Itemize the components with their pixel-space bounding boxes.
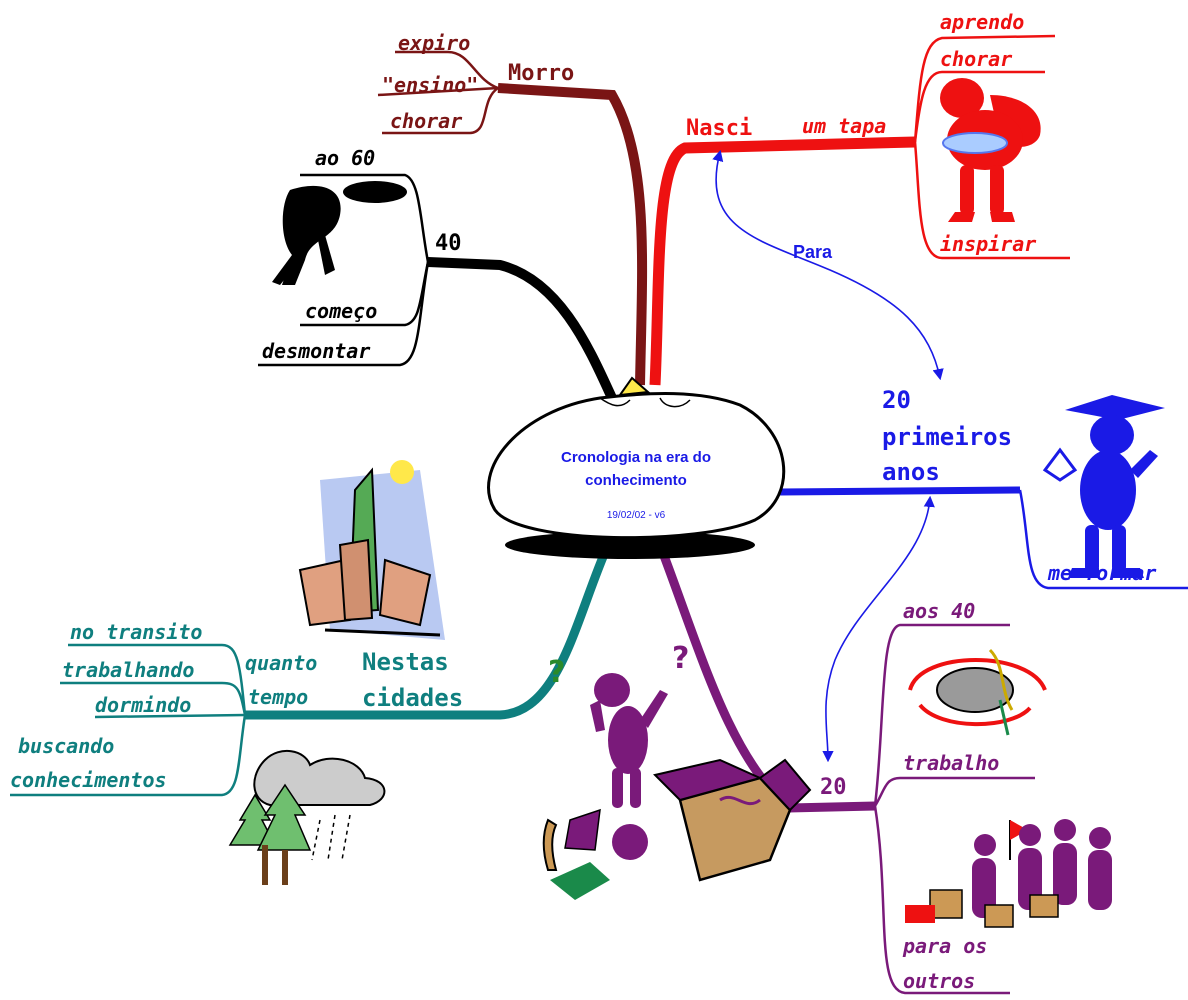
branch-primeiros-trunk (779, 486, 1021, 496)
primeiros-line1: 20 (882, 386, 911, 414)
twig-cidades (68, 643, 247, 716)
quarenta-item-ao-60: ao 60 (315, 146, 375, 170)
branch-cidades-trunk (245, 543, 613, 720)
nasci-item-inspirar: inspirar (940, 232, 1036, 256)
vinte-item-outros: outros (903, 969, 975, 993)
open-box-icon (653, 758, 812, 882)
crying-baby-figure-icon (940, 78, 1041, 222)
connector-para-label: Para (793, 242, 833, 262)
twig-morro (377, 86, 499, 97)
center-title-2: conhecimento (585, 472, 687, 489)
primeiros-item-me-formar: me formar (1047, 561, 1156, 585)
crowd-flag-icon (905, 819, 1112, 928)
branch-morro-label: Morro (508, 61, 574, 86)
cidades-item-trabalhando: trabalhando (62, 658, 194, 682)
bag-wrinkle (599, 397, 691, 408)
morro-item-ensino: "ensino" (382, 73, 478, 97)
morro-item-expiro: expiro (398, 31, 470, 55)
cidades-item-conhecimentos: conhecimentos (10, 768, 167, 792)
bag-knot (617, 376, 651, 397)
twig-quarenta (300, 173, 430, 263)
graduate-figure-icon (1042, 395, 1165, 578)
branch-nasci-trunk (649, 136, 916, 386)
twig-vinte (873, 776, 1035, 807)
branch-morro-trunk (497, 83, 648, 386)
primeiros-line3: anos (882, 458, 940, 486)
cidades-line1: Nestas (362, 648, 449, 676)
vinte-item-para-os: para os (902, 934, 987, 958)
question-mark-green: ? (548, 655, 565, 690)
quarenta-item-desmontar: desmontar (262, 339, 370, 363)
twig-vinte (873, 805, 1010, 995)
central-bag: Cronologia na era do conhecimento 19/02/… (487, 376, 786, 559)
twig-cidades (94, 713, 246, 719)
quarenta-item-comeco: começo (305, 299, 377, 323)
primeiros-line2: primeiros (882, 423, 1012, 451)
nasci-sub-um-tapa: um tapa (802, 114, 886, 138)
cidades-item-dormindo: dormindo (95, 693, 191, 717)
cidades-sub-quanto: quanto (245, 651, 317, 675)
cidades-item-buscando: buscando (18, 734, 114, 758)
bag-shadow (505, 531, 755, 559)
branch-quarenta-label: 40 (435, 231, 462, 256)
question-mark-purple: ? (672, 641, 689, 676)
arrow-20-20 (822, 495, 935, 763)
nasci-item-aprendo: aprendo (940, 10, 1024, 34)
storm-trees-icon (228, 750, 386, 885)
city-buildings-icon (298, 460, 445, 640)
cidades-sub-tempo: tempo (248, 685, 308, 709)
twig-morro (382, 86, 499, 135)
nasci-item-chorar: chorar (940, 47, 1012, 71)
center-version: 19/02/02 - v6 (607, 510, 666, 521)
scattered-shapes (542, 808, 648, 900)
center-title-1: Cronologia na era do (561, 449, 711, 466)
grieving-figure-icon (272, 181, 407, 285)
twig-quarenta (258, 261, 430, 367)
branch-trunks (245, 83, 1021, 813)
twig-cidades (60, 681, 247, 716)
twig-cidades (10, 714, 247, 797)
twig-morro (395, 50, 499, 90)
bag-body (487, 392, 786, 540)
branch-nasci-label: Nasci (686, 116, 752, 141)
branch-vinte-label: 20 (820, 775, 847, 800)
blue-arrows (712, 149, 944, 763)
twig-nasci (913, 70, 1045, 143)
confused-figure-icon (590, 673, 668, 808)
tornado-icon (908, 648, 1047, 736)
morro-item-chorar: chorar (390, 109, 462, 133)
branch-quarenta-trunk (427, 257, 617, 401)
arrow-para (712, 149, 944, 381)
twig-primeiros (1018, 489, 1188, 590)
vinte-item-trabalho: trabalho (903, 751, 999, 775)
vinte-item-aos-40: aos 40 (903, 599, 975, 623)
cidades-item-no-transito: no transito (70, 620, 202, 644)
cidades-line2: cidades (362, 684, 463, 712)
